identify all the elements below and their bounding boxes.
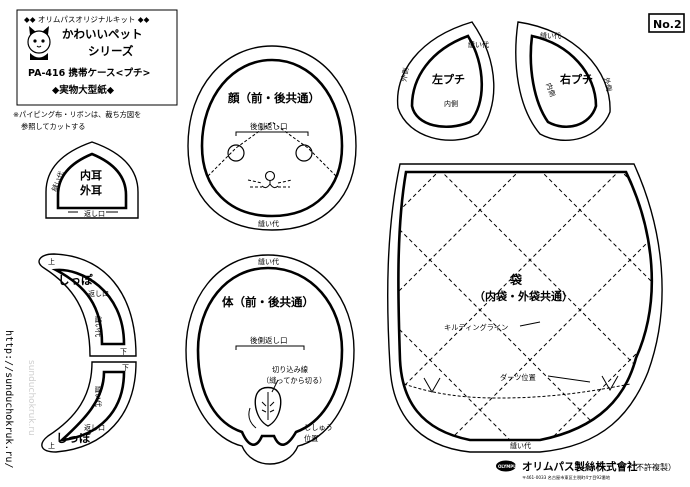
quilting-grid	[398, 172, 652, 440]
tail-upper-bottom: 下	[120, 348, 127, 356]
bag-label: 袋	[509, 272, 523, 287]
body-label: 体（前・後共通）	[222, 295, 314, 309]
face-nose-mouth-icon	[247, 170, 293, 189]
pattern-piece-inner-ear: 内耳 外耳 縫い代 返し口	[45, 141, 139, 219]
company-name: オリムパス製絲株式會社	[522, 460, 638, 473]
body-opening: 後側返し口	[250, 335, 288, 345]
pattern-piece-right-petit: 右プチ 縫い代 外側 内側	[515, 21, 614, 142]
outer-ear-label: 外耳	[79, 183, 102, 197]
right-petit-seam: 縫い代	[540, 31, 561, 40]
pattern-piece-bag: 袋 （内袋・外袋共通） キルティングライン ダーツ位置 縫い代	[387, 163, 663, 453]
svg-text:OLYMPUS: OLYMPUS	[498, 464, 519, 469]
right-petit-inner: 内側	[544, 82, 557, 98]
company-address: 〒461-0033 名古屋市東区主税町4丁目92番地	[522, 474, 611, 481]
kit-line: ◆◆ オリムパスオリジナルキット ◆◆	[24, 15, 150, 24]
left-petit-seam: 縫い代	[468, 40, 489, 49]
footer: OLYMPUS オリムパス製絲株式會社 （不許複製） 〒461-0033 名古屋…	[496, 460, 676, 481]
tail-upper-opening: 返し口	[88, 290, 109, 298]
bag-seam: 縫い代	[510, 441, 531, 450]
tail-upper-top: 上	[48, 257, 55, 266]
copyright-note: （不許複製）	[628, 462, 676, 472]
pattern-piece-face: 顔（前・後共通） 後側返し口 縫い代	[187, 45, 357, 231]
inner-ear-opening: 返し口	[84, 210, 105, 218]
bag-dart-position: ダーツ位置	[500, 373, 536, 382]
left-petit-label: 左プチ	[431, 72, 465, 86]
tail-lower-label: しっぽ	[56, 431, 91, 445]
sheet-number-badge: No.2	[648, 13, 685, 33]
bag-quilting-line: キルティングライン	[444, 323, 508, 332]
tail-lower-opening: 返し口	[84, 424, 105, 432]
left-petit-inner: 内側	[444, 99, 458, 108]
body-embroidery-position: 位置	[304, 434, 318, 443]
body-embroidery: ししゅう	[304, 423, 333, 432]
face-seam: 縫い代	[258, 219, 279, 228]
tail-lower-seam: 縫い代	[94, 386, 103, 407]
side-url: http://sunduchokruk.ru/	[3, 330, 14, 469]
title-label-box: ◆◆ オリムパスオリジナルキット ◆◆ かわいいペット シリーズ PA-416 …	[16, 9, 178, 106]
face-eye-left-icon	[227, 144, 245, 162]
cat-logo-icon	[27, 26, 51, 60]
pattern-piece-left-petit: 左プチ 縫い代 外側 内側	[396, 21, 495, 141]
right-petit-outer: 外側	[602, 77, 614, 93]
face-opening: 後側返し口	[250, 121, 288, 131]
series-title-line1: かわいいペット	[62, 27, 143, 41]
tail-upper-label: しっぽ	[58, 273, 93, 287]
full-size-pattern-label: ◆実物大型紙◆	[52, 84, 115, 96]
inner-ear-label: 内耳	[80, 168, 102, 182]
left-petit-outer: 外側	[399, 67, 410, 82]
bag-sub-label: （内袋・外袋共通）	[474, 289, 573, 303]
watermark: sunduchokruk.ru	[26, 360, 36, 436]
pattern-piece-tail-upper: しっぽ 返し口 縫い代 上 下	[38, 253, 137, 357]
body-seam: 縫い代	[258, 257, 279, 266]
series-title-line2: シリーズ	[88, 44, 134, 58]
cut-line-icon	[254, 386, 282, 427]
tail-lower-top: 上	[48, 441, 55, 450]
sheet-number: No.2	[653, 18, 682, 31]
pattern-piece-body: 縫い代 体（前・後共通） 後側返し口 切り込み線 （縫ってから切る） ししゅう …	[185, 254, 355, 465]
olympus-logo-icon: OLYMPUS	[496, 460, 519, 472]
product-code: PA-416 携帯ケース<プチ>	[28, 67, 150, 79]
note-line-1: ※パイピング布・リボンは、裁ち方図を	[13, 110, 141, 119]
face-label: 顔（前・後共通）	[227, 91, 320, 105]
body-cut-line: 切り込み線	[272, 365, 308, 374]
tail-upper-seam: 縫い代	[94, 316, 103, 337]
right-petit-label: 右プチ	[559, 72, 593, 86]
inner-ear-seam: 縫い代	[50, 170, 66, 193]
pattern-piece-tail-lower: しっぽ 返し口 縫い代 上 下	[41, 361, 137, 453]
tail-lower-bottom: 下	[122, 364, 129, 372]
note-line-2: 参照してカットする	[21, 122, 85, 131]
body-cut-note: （縫ってから切る）	[262, 376, 326, 385]
face-eye-right-icon	[295, 144, 313, 162]
